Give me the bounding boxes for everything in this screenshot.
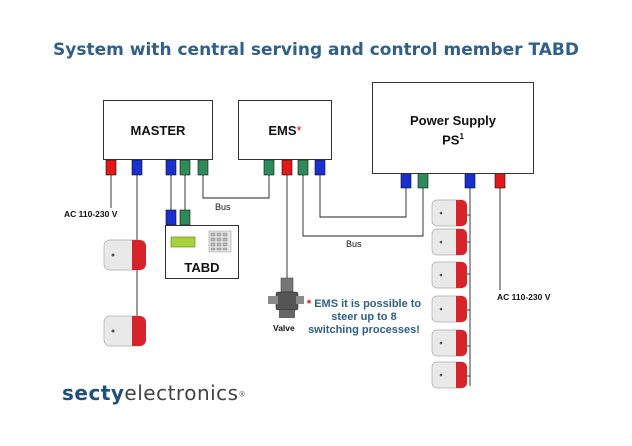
master-green-terminal-2: [197, 159, 209, 176]
detector-right-4: [431, 295, 467, 323]
power-supply-title: Power Supply: [410, 113, 496, 128]
ps-text: PS: [442, 132, 460, 148]
tabd-green-terminal: [179, 209, 191, 226]
ems-green-terminal: [263, 159, 275, 176]
ps-blue-terminal-2: [464, 172, 476, 189]
detector-left-1: [103, 239, 146, 271]
ems-note-star: *: [306, 298, 312, 310]
ems-note-line1: * EMS it is possible to: [306, 298, 422, 311]
tabd-display: [170, 236, 196, 248]
ps-green-terminal: [417, 172, 429, 189]
tabd-label: TABD: [184, 260, 220, 275]
detector-right-6: [431, 361, 467, 389]
ems-blue-terminal: [314, 159, 326, 176]
master-blue-terminal-2: [165, 159, 177, 176]
logo-registered-mark: ®: [238, 390, 247, 399]
ems-label: EMS*: [239, 123, 331, 138]
ems-note-text1: EMS it is possible to: [314, 298, 422, 310]
ems-note: * EMS it is possible to steer up to 8 sw…: [306, 298, 422, 337]
bus-label-1: Bus: [215, 202, 231, 212]
valve-label: Valve: [273, 323, 295, 333]
ems-green-terminal-2: [297, 159, 309, 176]
logo-electronics: electronics: [124, 381, 239, 405]
ps-red-terminal: [494, 172, 506, 189]
ems-note-line2: steer up to 8: [331, 311, 397, 323]
ps-superscript: 1: [459, 132, 464, 141]
master-green-terminal: [179, 159, 191, 176]
valve-device: [268, 277, 304, 318]
ac-right-label: AC 110-230 V: [497, 292, 551, 302]
ac-left-label: AC 110-230 V: [64, 209, 118, 219]
power-supply-box: Power Supply PS1: [372, 82, 534, 174]
master-box: MASTER: [103, 100, 213, 160]
tabd-box: TABD: [165, 225, 239, 279]
ems-asterisk: *: [296, 123, 302, 138]
power-supply-label: Power Supply PS1: [373, 113, 533, 148]
bus-label-2: Bus: [346, 239, 362, 249]
detector-right-3: [431, 261, 467, 289]
detector-right-1: [431, 199, 467, 227]
ems-box: EMS*: [238, 100, 332, 160]
tabd-blue-terminal: [165, 209, 177, 226]
secty-electronics-logo: sectyelectronics®: [62, 381, 246, 405]
ps-label: PS1: [373, 129, 533, 148]
logo-secty: secty: [62, 381, 125, 405]
diagram-title: System with central serving and control …: [53, 40, 579, 60]
master-blue-terminal: [131, 159, 143, 176]
ps-blue-terminal: [400, 172, 412, 189]
detector-right-5: [431, 329, 467, 357]
ems-note-line3: switching processes!: [308, 324, 420, 336]
ems-text: EMS: [268, 123, 297, 138]
tabd-keypad: [208, 230, 232, 253]
terminals: [105, 159, 506, 226]
master-label: MASTER: [130, 123, 186, 138]
detector-right-2: [431, 228, 467, 256]
ems-red-terminal: [281, 159, 293, 176]
master-red-terminal: [105, 159, 117, 176]
detector-left-2: [103, 315, 146, 347]
